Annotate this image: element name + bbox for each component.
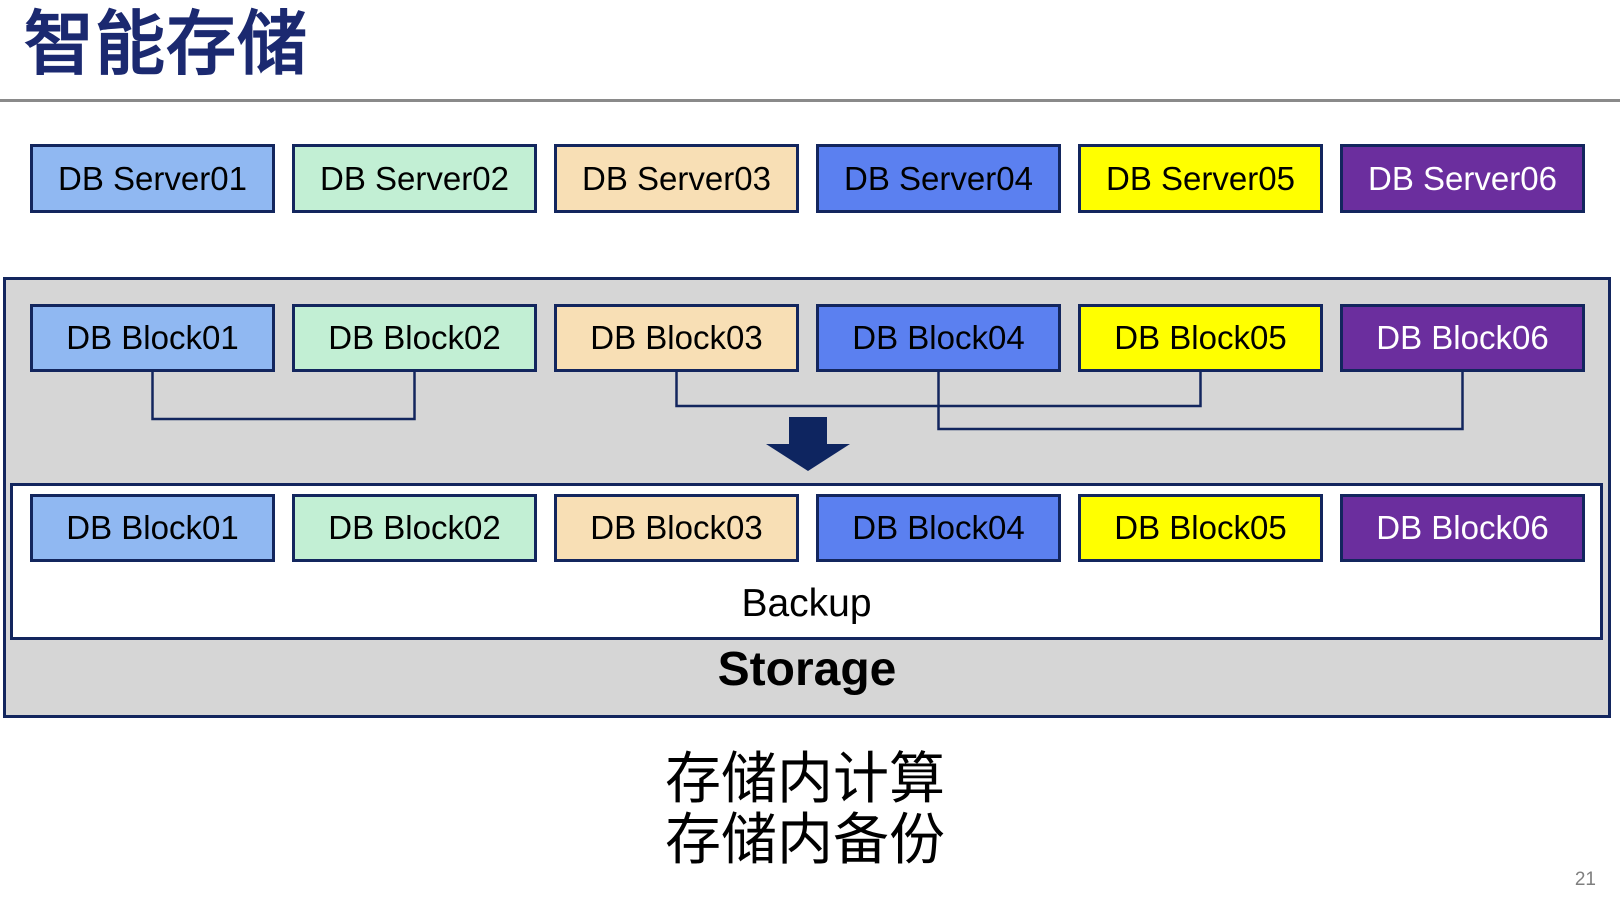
backup-db-block05-box: DB Block05	[1078, 494, 1323, 562]
backup-label: Backup	[741, 582, 872, 625]
backup-db-block02-box: DB Block02	[292, 494, 537, 562]
db-server-row: DB Server01 DB Server02 DB Server03 DB S…	[30, 144, 1585, 213]
caption-line-2: 存储内备份	[665, 808, 945, 871]
backup-db-block03-box: DB Block03	[554, 494, 799, 562]
storage-label: Storage	[717, 643, 897, 696]
db-server03-box: DB Server03	[554, 144, 799, 213]
page-number: 21	[1574, 869, 1596, 890]
db-block03-box: DB Block03	[554, 304, 799, 372]
slide-title: 智能存储	[24, 5, 308, 83]
title-divider	[0, 99, 1620, 102]
db-block-source-row: DB Block01 DB Block02 DB Block03 DB Bloc…	[30, 304, 1585, 372]
db-block05-box: DB Block05	[1078, 304, 1323, 372]
db-server02-box: DB Server02	[292, 144, 537, 213]
storage-panel: DB Block01 DB Block02 DB Block03 DB Bloc…	[3, 277, 1611, 718]
caption: 存储内计算 存储内备份	[0, 748, 1610, 870]
backup-db-block04-box: DB Block04	[816, 494, 1061, 562]
backup-db-block06-box: DB Block06	[1340, 494, 1585, 562]
db-block04-box: DB Block04	[816, 304, 1061, 372]
db-server05-box: DB Server05	[1078, 144, 1323, 213]
db-server06-box: DB Server06	[1340, 144, 1585, 213]
db-server01-box: DB Server01	[30, 144, 275, 213]
db-block01-box: DB Block01	[30, 304, 275, 372]
caption-line-1: 存储内计算	[665, 747, 945, 810]
backup-box: DB Block01 DB Block02 DB Block03 DB Bloc…	[10, 483, 1603, 640]
db-block-backup-row: DB Block01 DB Block02 DB Block03 DB Bloc…	[30, 494, 1585, 562]
db-block06-box: DB Block06	[1340, 304, 1585, 372]
backup-db-block01-box: DB Block01	[30, 494, 275, 562]
db-server04-box: DB Server04	[816, 144, 1061, 213]
db-block02-box: DB Block02	[292, 304, 537, 372]
